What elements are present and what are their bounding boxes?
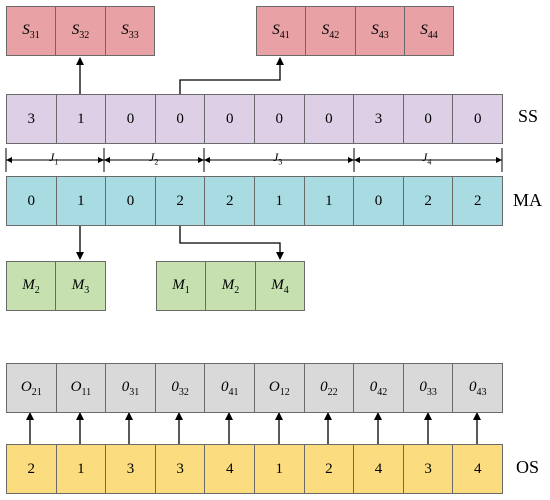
- s31-cell: S31: [6, 6, 56, 56]
- os-cell-6: 1: [254, 444, 305, 494]
- ss-cell-10: 0: [452, 94, 503, 144]
- s44-cell: S44: [404, 6, 454, 56]
- ma-cell-5: 2: [204, 176, 255, 226]
- ma-cell-9: 2: [402, 176, 454, 226]
- s32-cell: S32: [55, 6, 106, 56]
- ma-cell-3: 0: [105, 176, 156, 226]
- os-cell-8: 4: [353, 444, 404, 494]
- os-cell-1: 2: [6, 444, 57, 494]
- ss-cell-5: 0: [204, 94, 255, 144]
- ss-cell-2: 1: [55, 94, 107, 144]
- operation-cell-1: O21: [6, 363, 57, 413]
- os-cell-2: 1: [55, 444, 107, 494]
- operation-cell-2: O11: [55, 363, 107, 413]
- ma-cell-8: 0: [353, 176, 404, 226]
- ma-cell-1: 0: [6, 176, 57, 226]
- os-cell-7: 2: [303, 444, 355, 494]
- machine-m2b-cell: M2: [205, 261, 256, 311]
- machine-m2-cell: M2: [6, 261, 56, 311]
- ma-cell-2: 1: [55, 176, 107, 226]
- ma-cell-7: 1: [303, 176, 355, 226]
- ss-cell-7: 0: [303, 94, 355, 144]
- os-cell-4: 3: [154, 444, 206, 494]
- ma-label: MA: [513, 190, 543, 210]
- ss-cell-4: 0: [154, 94, 206, 144]
- ma-cell-10: 2: [452, 176, 503, 226]
- operation-cell-6: O12: [254, 363, 305, 413]
- os-cell-5: 4: [204, 444, 255, 494]
- s33-cell: S33: [105, 6, 155, 56]
- job-label-j4: J4: [422, 150, 432, 167]
- s41-cell: S41: [256, 6, 306, 56]
- os-label: OS: [516, 457, 540, 477]
- operation-cell-3: 031: [105, 363, 156, 413]
- arrow-ma-to-m-right: [179, 226, 284, 260]
- ss-cell-9: 0: [402, 94, 454, 144]
- ss-cell-8: 3: [353, 94, 404, 144]
- machine-m3-cell: M3: [55, 261, 106, 311]
- operation-cell-9: 033: [402, 363, 454, 413]
- job-label-j2: J2: [149, 150, 159, 167]
- ma-cell-4: 2: [154, 176, 206, 226]
- operation-cell-7: 022: [303, 363, 355, 413]
- s42-cell: S42: [305, 6, 356, 56]
- s43-cell: S43: [355, 6, 405, 56]
- operation-cell-8: 042: [353, 363, 404, 413]
- ss-cell-6: 0: [254, 94, 305, 144]
- arrow-ss-to-s4: [179, 57, 284, 94]
- job-label-j1: J1: [49, 150, 59, 167]
- machine-m1-cell: M1: [156, 261, 206, 311]
- os-cell-9: 3: [402, 444, 454, 494]
- os-cell-3: 3: [105, 444, 156, 494]
- ss-cell-1: 3: [6, 94, 57, 144]
- job-label-j3: J3: [273, 150, 283, 167]
- os-arrows: [26, 412, 481, 444]
- operation-cell-10: 043: [452, 363, 503, 413]
- ss-label: SS: [518, 106, 539, 126]
- machine-m4-cell: M4: [255, 261, 305, 311]
- os-cell-10: 4: [452, 444, 503, 494]
- ss-cell-3: 0: [105, 94, 156, 144]
- operation-cell-4: 032: [154, 363, 206, 413]
- ma-cell-6: 1: [254, 176, 305, 226]
- operation-cell-5: 041: [204, 363, 255, 413]
